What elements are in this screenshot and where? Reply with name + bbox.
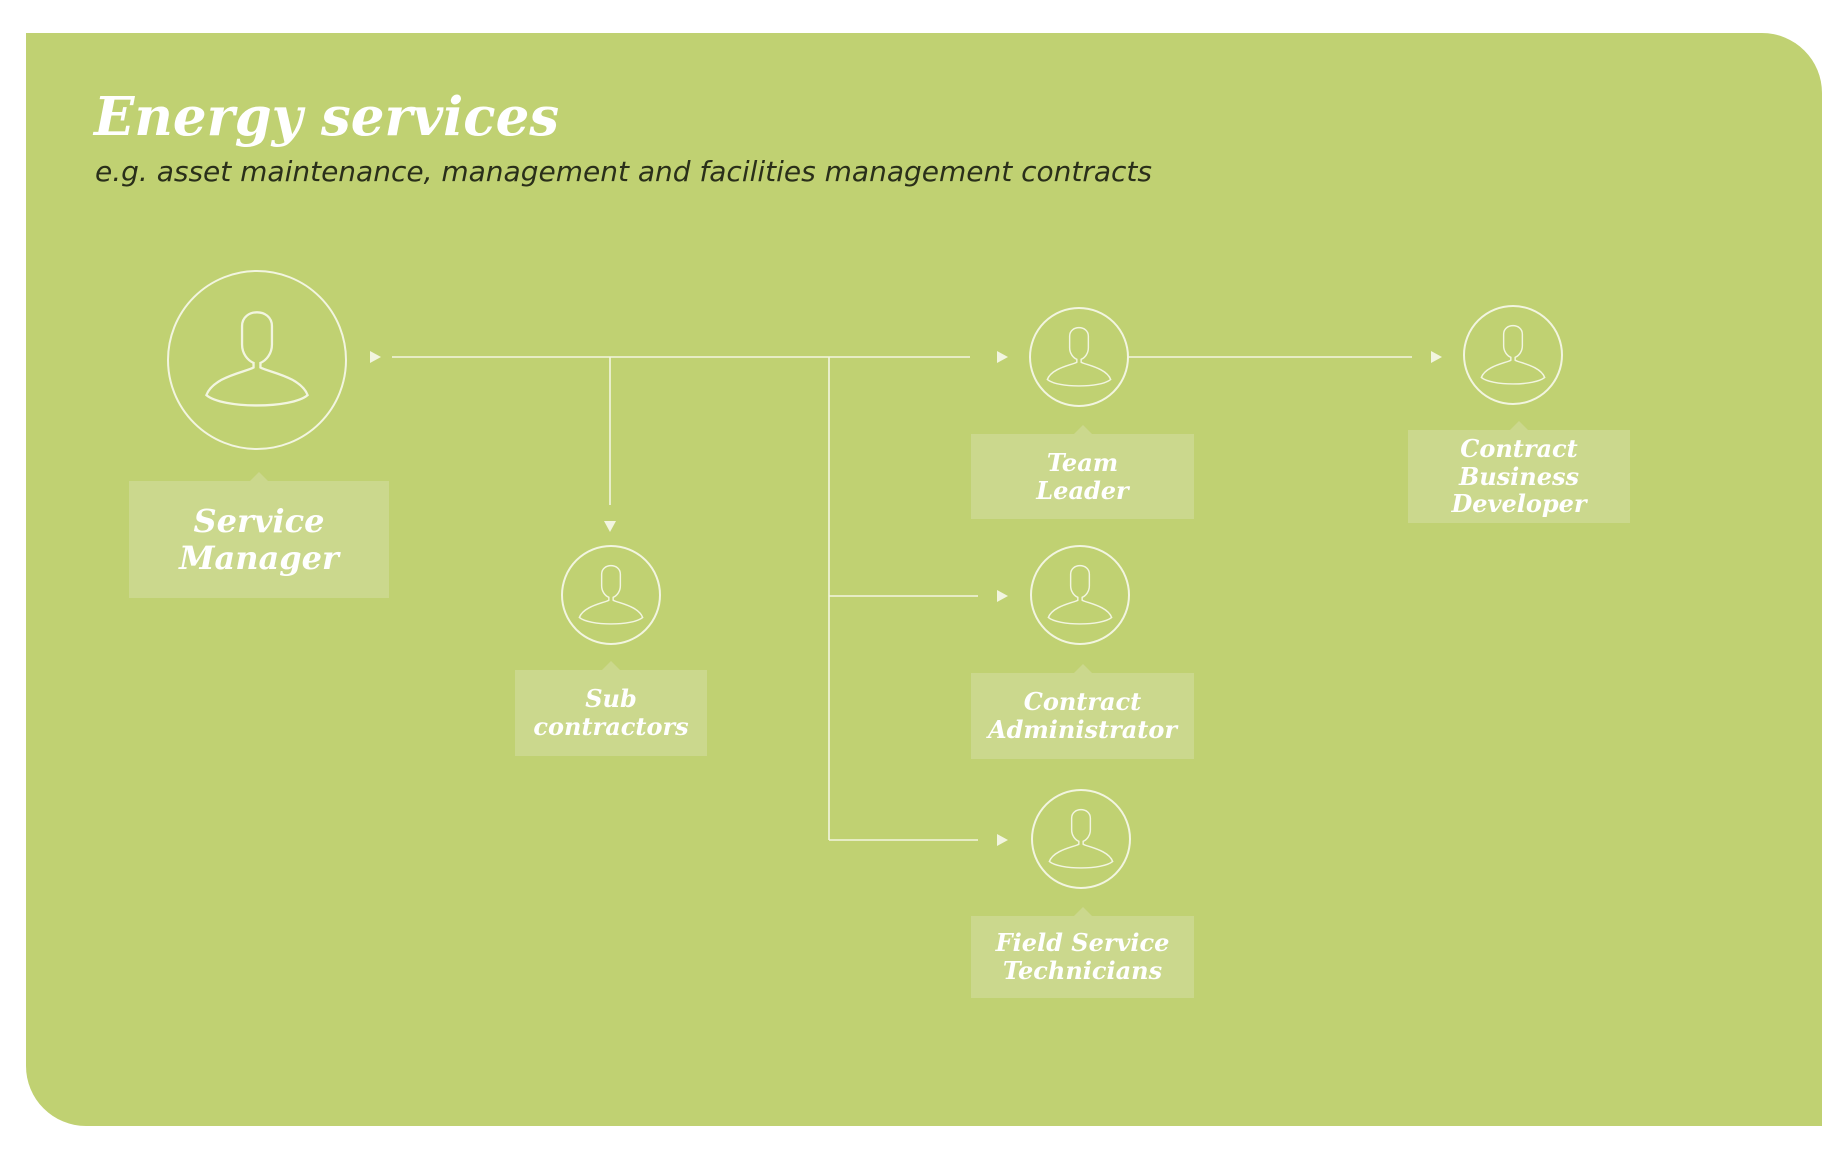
node-label-team-leader: Team Leader [971, 425, 1194, 519]
node-label-contract-administrator: Contract Administrator [971, 664, 1194, 759]
node-team-leader-avatar [1029, 307, 1129, 407]
arrow-icon [604, 521, 616, 532]
person-icon [1046, 326, 1112, 387]
avatar-circle [1030, 545, 1130, 645]
node-label-sub-contractors: Sub contractors [515, 661, 707, 756]
arrow-icon [997, 834, 1008, 846]
page-subtitle: e.g. asset maintenance, management and f… [95, 155, 1152, 188]
node-label-service-manager: Service Manager [129, 472, 389, 598]
person-icon [1047, 564, 1113, 625]
avatar-circle [167, 270, 347, 450]
node-label-field-service-technicians: Field Service Technicians [971, 907, 1194, 998]
arrow-icon [1431, 351, 1442, 363]
person-icon [578, 564, 644, 625]
arrow-icon [370, 351, 381, 363]
avatar-circle [1029, 307, 1129, 407]
node-service-manager-avatar [167, 270, 347, 450]
node-contract-business-developer-avatar [1463, 305, 1563, 405]
arrowheads [370, 351, 1442, 846]
arrow-icon [997, 351, 1008, 363]
avatar-circle [1031, 789, 1131, 889]
person-icon [205, 311, 309, 407]
person-icon [1480, 324, 1546, 385]
node-field-service-technicians-avatar [1031, 789, 1131, 889]
node-contract-administrator-avatar [1030, 545, 1130, 645]
node-label-contract-business-developer: Contract Business Developer [1408, 421, 1630, 523]
arrow-icon [997, 590, 1008, 602]
page-title: Energy services [94, 86, 560, 148]
avatar-circle [561, 545, 661, 645]
avatar-circle [1463, 305, 1563, 405]
person-icon [1048, 808, 1114, 869]
connector-lines [392, 356, 1412, 841]
node-sub-contractors-avatar [561, 545, 661, 645]
